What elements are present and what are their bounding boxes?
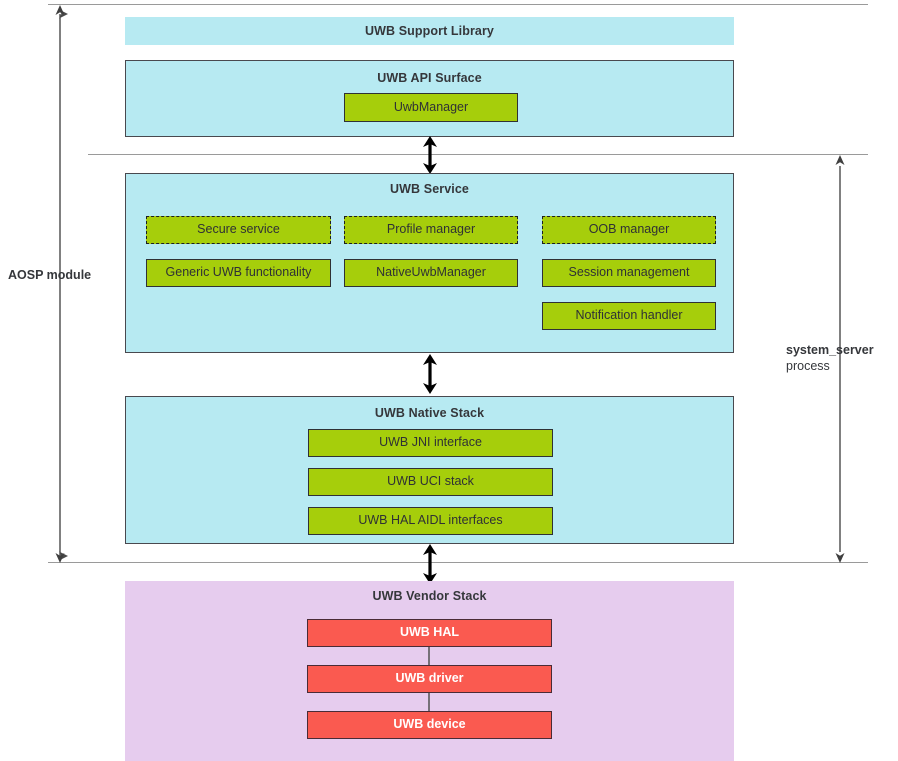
layer-vendor-stack: UWB Vendor Stack UWB HAL UWB driver UWB …	[125, 581, 734, 761]
aosp-bracket-arrowheads	[55, 5, 65, 563]
arrow-service-to-native	[423, 354, 437, 394]
aosp-module-label: AOSP module	[8, 268, 108, 284]
node-uwb-jni-interface[interactable]: UWB JNI interface	[308, 429, 553, 457]
system-server-bracket	[835, 155, 845, 563]
layer-uwb-service-title: UWB Service	[390, 182, 469, 196]
node-generic-uwb-functionality[interactable]: Generic UWB functionality	[146, 259, 331, 287]
layer-api-surface-title: UWB API Surface	[377, 71, 482, 85]
layer-uwb-service: UWB Service Secure service Profile manag…	[125, 173, 734, 353]
node-uwb-hal-aidl-interfaces[interactable]: UWB HAL AIDL interfaces	[308, 507, 553, 535]
node-oob-manager[interactable]: OOB manager	[542, 216, 716, 244]
node-profile-manager[interactable]: Profile manager	[344, 216, 518, 244]
api-service-divider-line	[88, 154, 868, 155]
aosp-module-label-text: AOSP module	[8, 268, 92, 282]
node-secure-service[interactable]: Secure service	[146, 216, 331, 244]
native-vendor-divider-line	[48, 562, 868, 563]
node-notification-handler[interactable]: Notification handler	[542, 302, 716, 330]
node-uwb-device[interactable]: UWB device	[307, 711, 552, 739]
node-uwb-manager[interactable]: UwbManager	[344, 93, 518, 122]
layer-native-stack-title: UWB Native Stack	[374, 406, 485, 420]
system-server-label: system_server process	[786, 343, 896, 374]
node-uwb-uci-stack[interactable]: UWB UCI stack	[308, 468, 553, 496]
arrow-native-to-vendor	[423, 544, 437, 584]
layer-support-library: UWB Support Library	[125, 17, 734, 45]
system-server-label-normal: process	[786, 358, 830, 373]
node-uwb-driver[interactable]: UWB driver	[307, 665, 552, 693]
layer-native-stack: UWB Native Stack UWB JNI interface UWB U…	[125, 396, 734, 544]
arrow-api-to-service	[423, 136, 437, 174]
aosp-module-bracket	[59, 9, 68, 561]
node-native-uwb-manager[interactable]: NativeUwbManager	[344, 259, 518, 287]
layer-support-library-title: UWB Support Library	[365, 24, 494, 38]
layer-vendor-stack-title: UWB Vendor Stack	[372, 589, 487, 603]
top-divider-line	[48, 4, 868, 5]
system-server-label-strong: system_server	[786, 343, 874, 357]
node-session-management[interactable]: Session management	[542, 259, 716, 287]
node-uwb-hal[interactable]: UWB HAL	[307, 619, 552, 647]
layer-api-surface: UWB API Surface UwbManager	[125, 60, 734, 137]
